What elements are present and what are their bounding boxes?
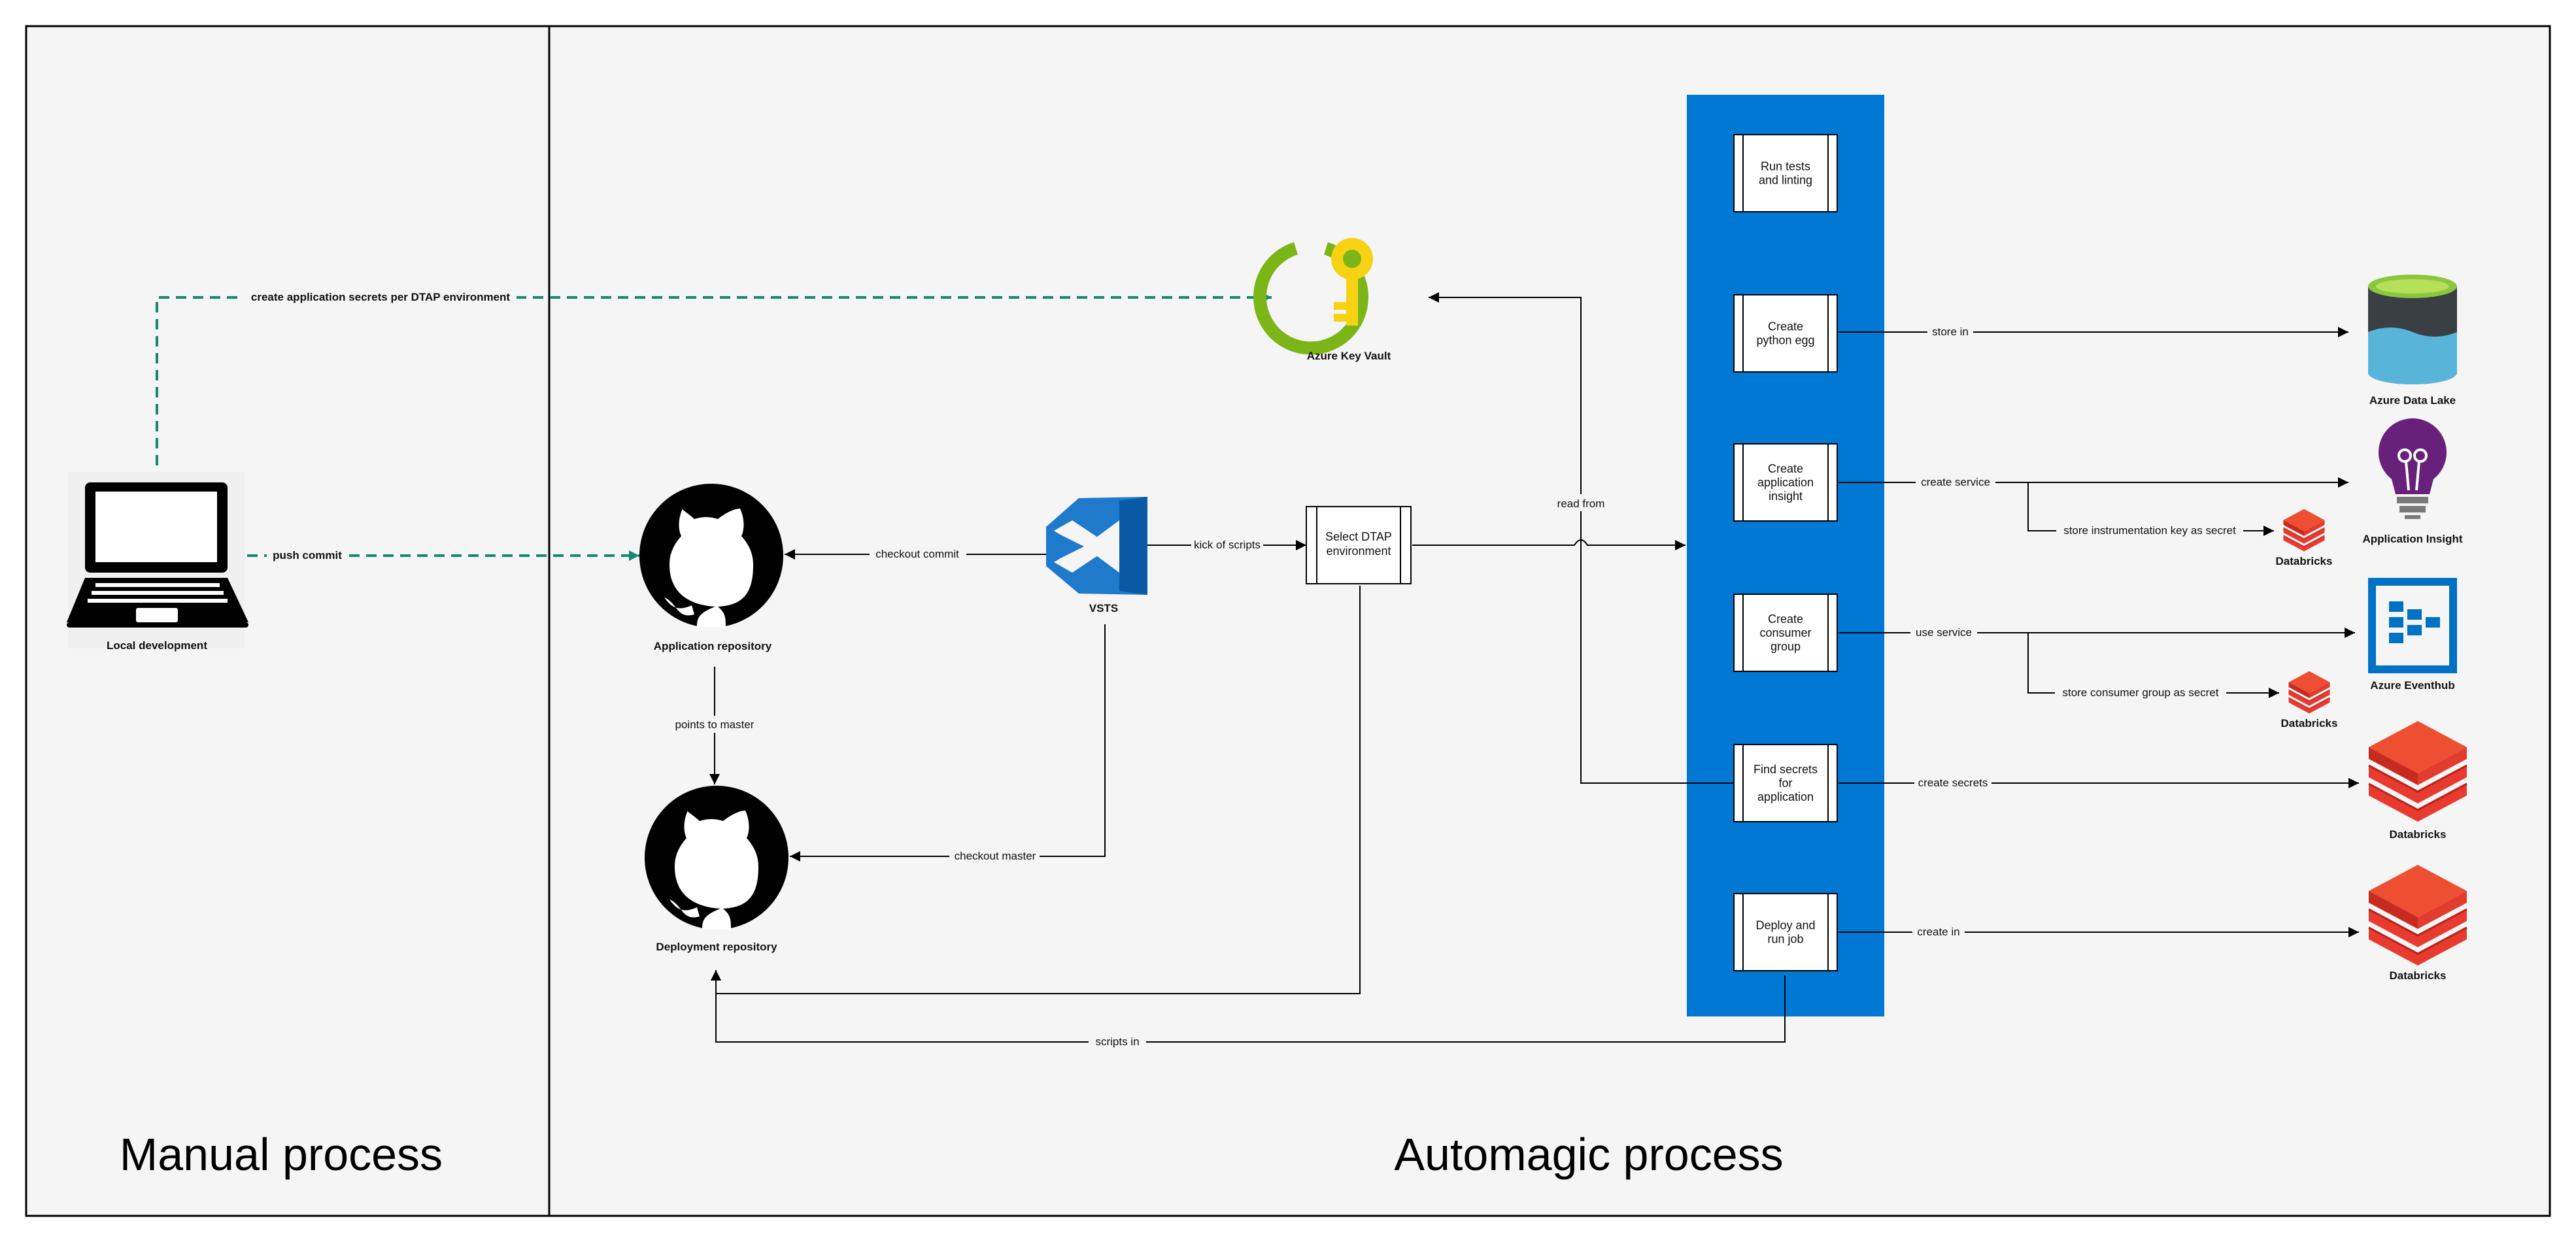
edge-label-create-service: create service — [1921, 476, 1990, 488]
edge-label-create-secrets-env: create application secrets per DTAP envi… — [251, 291, 511, 303]
node-databricks-small-2: Databricks — [2280, 665, 2338, 730]
edge-label-store-in: store in — [1932, 326, 1969, 338]
edge-scripts-in — [711, 970, 1786, 1043]
label-azure-data-lake: Azure Data Lake — [2369, 394, 2456, 407]
node-vsts: VSTS — [1046, 497, 1147, 614]
edge-label-read-from: read from — [1557, 497, 1605, 510]
pipeline-step-label: Deploy and — [1755, 919, 1815, 932]
edge-label-create-in: create in — [1917, 926, 1959, 938]
edge-label-kick-scripts: kick of scripts — [1194, 539, 1261, 551]
label-select-dtap-2: environment — [1326, 545, 1391, 558]
section-title-manual: Manual process — [120, 1129, 443, 1180]
github-icon — [645, 786, 788, 930]
label-application-repository: Application repository — [654, 640, 772, 652]
edge-label-store-instrumentation: store instrumentation key as secret — [2063, 524, 2236, 537]
pipeline-step-label: Create — [1768, 462, 1803, 475]
pipeline-step-label: Run tests — [1761, 160, 1810, 173]
label-azure-eventhub: Azure Eventhub — [2370, 679, 2454, 692]
edge-label-checkout-master: checkout master — [955, 850, 1036, 862]
label-databricks-small-2: Databricks — [2281, 717, 2338, 730]
label-vsts: VSTS — [1089, 602, 1118, 614]
label-databricks-small-1: Databricks — [2276, 555, 2333, 567]
edge-label-create-secrets: create secrets — [1918, 777, 1988, 789]
node-azure-eventhub: Azure Eventhub — [2368, 578, 2457, 692]
node-azure-key-vault: Azure Key Vault — [1253, 238, 1391, 362]
section-title-automagic: Automagic process — [1394, 1129, 1783, 1180]
node-databricks-small-1: Databricks — [2275, 503, 2333, 567]
pipeline-step-label: Create — [1768, 613, 1803, 626]
pipeline-step-label: group — [1771, 640, 1801, 653]
node-databricks-2: Databricks — [2367, 864, 2468, 982]
pipeline-panel — [1687, 95, 1884, 1016]
label-select-dtap-1: Select DTAP — [1325, 530, 1392, 543]
eventhub-icon — [2368, 578, 2457, 673]
node-application-insight: Application Insight — [2363, 418, 2463, 545]
pipeline-step-label: run job — [1767, 933, 1803, 946]
node-databricks-1: Databricks — [2367, 720, 2468, 841]
laptop-icon — [67, 482, 248, 628]
node-azure-data-lake: Azure Data Lake — [2368, 275, 2457, 407]
data-lake-icon — [2368, 275, 2457, 384]
node-application-repository: Application repository — [639, 484, 783, 652]
pipeline-step-label: application — [1757, 476, 1814, 489]
edge-checkout-master — [790, 624, 1106, 862]
pipeline-step-label: and linting — [1759, 174, 1812, 187]
node-deployment-repository: Deployment repository — [645, 786, 788, 953]
edge-label-push-commit: push commit — [273, 549, 342, 562]
lightbulb-icon — [2378, 418, 2447, 519]
edge-label-scripts-in: scripts in — [1095, 1035, 1139, 1048]
label-databricks-1: Databricks — [2390, 828, 2447, 841]
edge-label-points-to-master: points to master — [675, 718, 754, 731]
pipeline-step-label: for — [1778, 777, 1792, 790]
node-select-dtap: Select DTAP environment — [1306, 506, 1412, 584]
label-deployment-repository: Deployment repository — [656, 941, 777, 953]
diagram-background — [25, 25, 2551, 1217]
edge-label-checkout-commit: checkout commit — [875, 548, 959, 560]
pipeline-step-label: Find secrets — [1754, 763, 1818, 776]
pipeline-step-label: consumer — [1759, 626, 1811, 639]
label-local-development: Local development — [107, 639, 207, 652]
pipeline-step-label: python egg — [1756, 334, 1814, 347]
vsts-icon — [1046, 497, 1147, 595]
edge-create-secrets-env — [156, 292, 1272, 465]
label-azure-key-vault: Azure Key Vault — [1307, 350, 1391, 362]
edge-label-use-service: use service — [1916, 626, 1972, 639]
pipeline-step-label: insight — [1769, 490, 1803, 503]
label-application-insight: Application Insight — [2363, 533, 2463, 545]
label-databricks-2: Databricks — [2390, 969, 2447, 982]
edge-label-store-consumer: store consumer group as secret — [2062, 686, 2218, 699]
pipeline-step-label: application — [1757, 790, 1814, 803]
edge-read-from — [1429, 292, 1736, 784]
key-vault-icon — [1253, 238, 1373, 355]
node-local-development: Local development — [67, 472, 248, 652]
pipeline-step-label: Create — [1768, 320, 1803, 333]
github-icon — [639, 484, 783, 628]
